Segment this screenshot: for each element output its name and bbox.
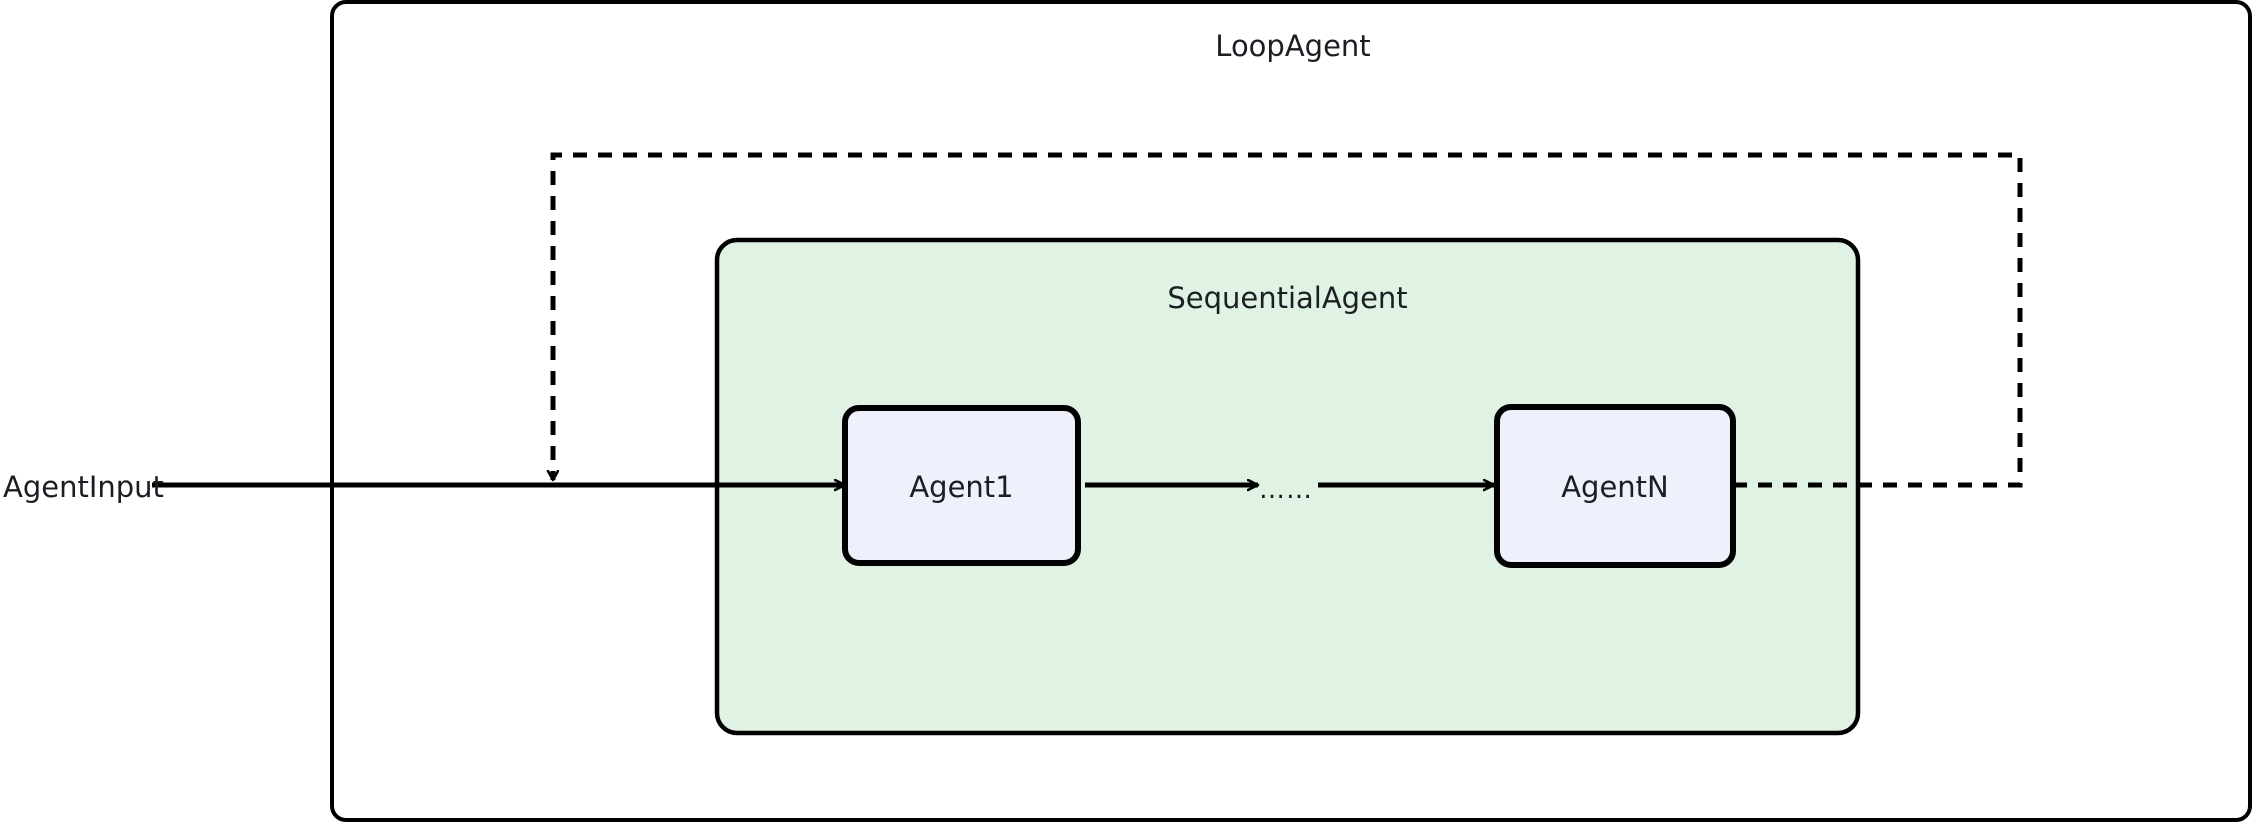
ellipsis-label: …… bbox=[1259, 475, 1313, 505]
agent-input-label: AgentInput bbox=[3, 470, 164, 504]
loop-agent-title-text: LoopAgent bbox=[1215, 29, 1371, 63]
node-agent1-label: Agent1 bbox=[909, 470, 1014, 504]
node-agentn[interactable] bbox=[1494, 404, 1736, 568]
loop-agent-title: LoopAgent bbox=[0, 32, 2256, 61]
node-agentn-label: AgentN bbox=[1561, 470, 1669, 504]
node-agent1[interactable] bbox=[842, 405, 1081, 566]
sequential-agent-title: SequentialAgent bbox=[1167, 281, 1408, 315]
